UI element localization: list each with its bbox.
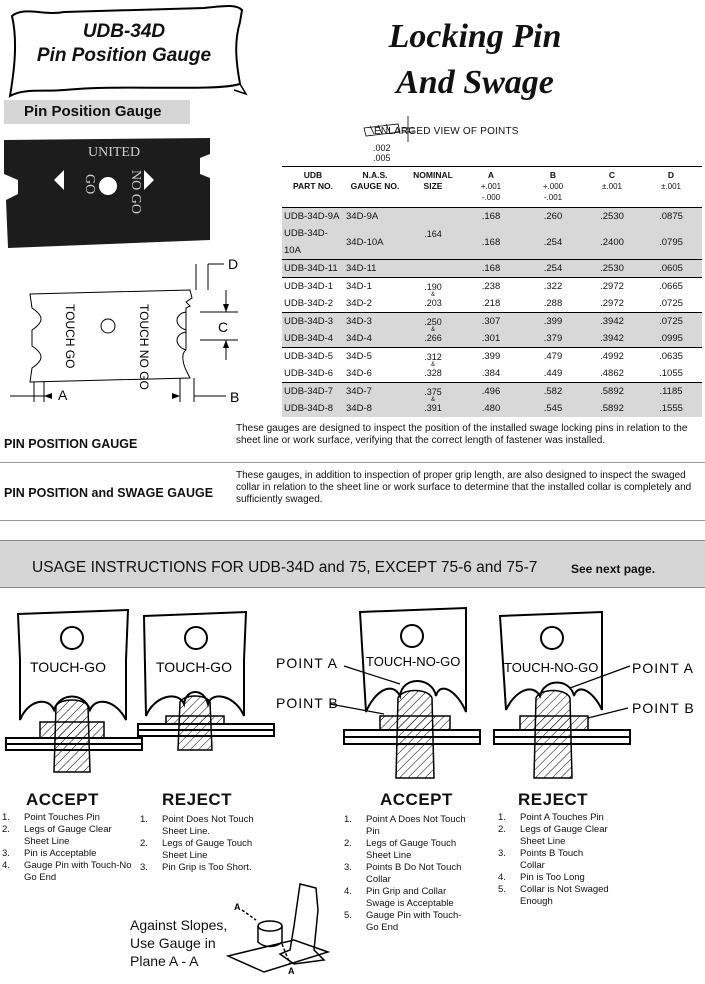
panel-4-steps: 1.Point A Touches Pin 2.Legs of Gauge Cl… xyxy=(498,812,610,908)
list-item: 4.Gauge Pin with Touch-No Go End xyxy=(2,860,132,883)
panel-2-verdict: REJECT xyxy=(162,790,233,809)
usage-illustrations: TOUCH-GO TOUCH-GO TOUCH-NO-GO TOUCH-NO-G… xyxy=(5,606,695,779)
enlarged-view-drawing xyxy=(363,116,414,142)
nominal-size-cell: .312&.328 xyxy=(406,347,460,383)
nominal-size-cell: .164 xyxy=(406,207,460,260)
list-item: 1.Point A Touches Pin xyxy=(498,812,604,823)
usage-instructions-title: USAGE INSTRUCTIONS FOR UDB-34D and 75, E… xyxy=(32,559,538,576)
panel-1-verdict: ACCEPT xyxy=(26,790,99,809)
panel-3-point-b-label: POINT B xyxy=(276,695,339,711)
banner-title: UDB-34D Pin Position Gauge xyxy=(14,20,234,68)
panel-3-point-a-label: POINT A xyxy=(276,655,338,671)
list-item: 2.Legs of Gauge Touch Sheet Line xyxy=(344,838,457,861)
panel-4-point-a-label: POINT A xyxy=(632,660,694,676)
list-item: 2.Legs of Gauge Clear Sheet Line xyxy=(498,824,608,847)
usage-instructions-bar xyxy=(0,540,705,588)
header-a: A+.001-.000 xyxy=(460,166,522,208)
slope-note: Against Slopes, Use Gauge in Plane A - A xyxy=(130,917,228,969)
list-item: 5.Collar is Not Swaged Enough xyxy=(498,884,609,907)
slope-diagram: A A xyxy=(225,883,331,976)
list-item: 3.Points B Touch Collar xyxy=(498,848,584,871)
header-c: C±.001 xyxy=(584,166,640,208)
photo-text-go: GO xyxy=(82,174,97,194)
header-d: D±.001 xyxy=(640,166,702,208)
list-item: 3.Pin Grip is Too Short. xyxy=(140,862,252,873)
pin-position-gauge-description: These gauges are designed to inspect the… xyxy=(236,423,688,446)
header-nas-gauge-no: N.A.S.GAUGE NO. xyxy=(344,166,406,208)
banner-line-2: Pin Position Gauge xyxy=(36,45,212,66)
title-line-2: And Swage xyxy=(396,64,554,101)
nominal-size-cell: .375&.391 xyxy=(406,382,460,417)
banner-line-1: UDB-34D xyxy=(82,21,166,42)
nominal-size-cell: .250&.266 xyxy=(406,312,460,348)
panel-3-steps: 1.Point A Does Not Touch Pin 2.Legs of G… xyxy=(344,814,474,934)
nominal-size-cell: .190&.203 xyxy=(406,277,460,313)
panel-2-gauge-label: TOUCH-GO xyxy=(156,659,232,675)
section-label: Pin Position Gauge xyxy=(4,100,190,124)
list-item: 1.Point A Does Not Touch Pin xyxy=(344,814,466,837)
list-item: 5.Gauge Pin with Touch-Go End xyxy=(344,910,462,933)
pin-position-swage-gauge-title: PIN POSITION and SWAGE GAUGE xyxy=(4,486,214,500)
title-banner xyxy=(8,5,248,98)
divider xyxy=(0,462,705,463)
diagram-touch-go-label: TOUCH GO xyxy=(63,304,77,368)
photo-text-no-go: NO GO xyxy=(128,170,143,214)
enlarged-view-label: ENLARGED VIEW OF POINTS xyxy=(374,126,519,137)
gauge-dimension-diagram: A B C D TOUCH GO TOUCH NO GO xyxy=(10,256,239,405)
panel-2-steps: 1.Point Does Not Touch Sheet Line. 2.Leg… xyxy=(140,814,260,874)
header-b: B+.000-.001 xyxy=(522,166,584,208)
slope-mark-a-bottom: A xyxy=(288,966,295,976)
pin-position-swage-gauge-description: These gauges, in addition to inspection … xyxy=(236,470,692,505)
pin-position-gauge-title: PIN POSITION GAUGE xyxy=(4,437,138,451)
page-title: Locking Pin And Swage xyxy=(300,14,650,106)
photo-text-united: UNITED xyxy=(88,145,140,160)
list-item: 2.Legs of Gauge Touch Sheet Line xyxy=(140,838,253,861)
title-line-1: Locking Pin xyxy=(388,18,562,55)
dimension-a-label: A xyxy=(58,387,68,403)
divider xyxy=(0,520,705,521)
panel-4-gauge-label: TOUCH-NO-GO xyxy=(504,660,598,675)
list-item: 1.Point Does Not Touch Sheet Line. xyxy=(140,814,254,837)
panel-3-gauge-label: TOUCH-NO-GO xyxy=(366,654,460,669)
list-item: 4.Pin Grip and Collar Swage is Acceptabl… xyxy=(344,886,454,909)
list-item: 1.Point Touches Pin xyxy=(2,812,100,823)
dimension-d-label: D xyxy=(228,256,238,272)
enlarged-dim-002: .002 xyxy=(373,143,391,153)
gauge-photo: UNITED GO NO GO xyxy=(4,138,210,248)
diagram-touch-no-go-label: TOUCH NO GO xyxy=(137,304,151,390)
slope-mark-a-top: A xyxy=(234,902,241,912)
panel-4-point-b-label: POINT B xyxy=(632,700,695,716)
enlarged-dim-005: .005 xyxy=(373,153,391,163)
list-item: 3.Points B Do Not Touch Collar xyxy=(344,862,462,885)
dimension-c-label: C xyxy=(218,319,228,335)
see-next-page-note: See next page. xyxy=(571,562,656,576)
dimension-b-label: B xyxy=(230,389,239,405)
list-item: 4.Pin is Too Long xyxy=(498,872,585,883)
list-item: 2.Legs of Gauge Clear Sheet Line xyxy=(2,824,112,847)
panel-1-gauge-label: TOUCH-GO xyxy=(30,659,106,675)
list-item: 3.Pin is Acceptable xyxy=(2,848,97,859)
panel-1-steps: 1.Point Touches Pin 2.Legs of Gauge Clea… xyxy=(2,812,138,884)
panel-3-verdict: ACCEPT xyxy=(380,790,453,809)
panel-4-verdict: REJECT xyxy=(518,790,589,809)
